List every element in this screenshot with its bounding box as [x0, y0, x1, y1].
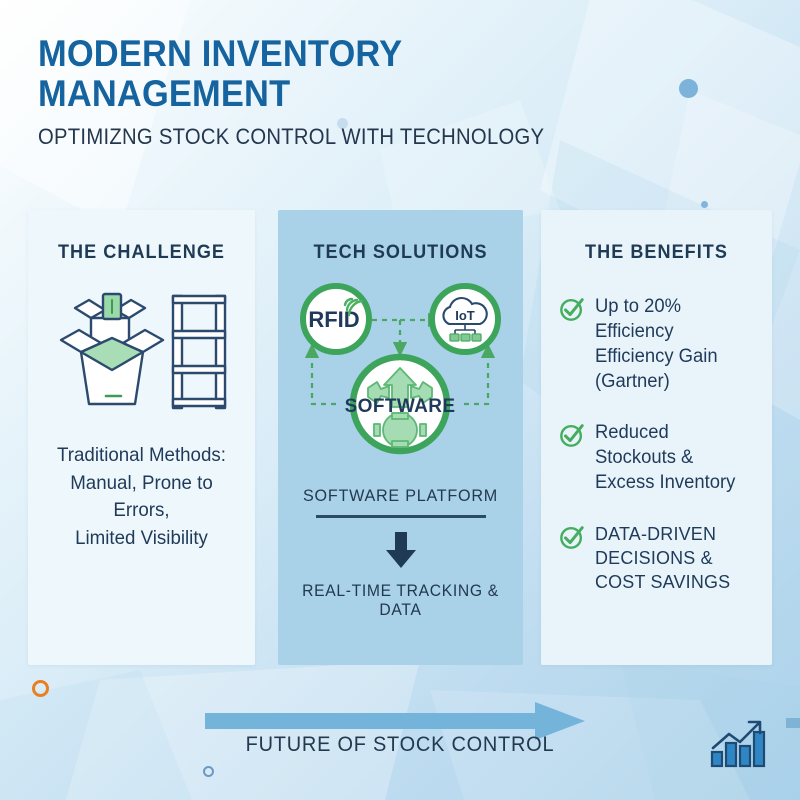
page-title-line2: MANAGEMENT [38, 72, 291, 114]
panel-challenge-title: THE CHALLENGE [57, 242, 226, 263]
check-circle-icon [560, 424, 584, 448]
future-arrow [205, 702, 585, 745]
decor-dot-faint [337, 118, 348, 129]
panel-challenge: THE CHALLENGE [28, 210, 255, 665]
gear-arrow-icon [367, 367, 433, 448]
challenge-description: Traditional Methods: Manual, Prone to Er… [33, 442, 251, 553]
rfid-signal-icon [343, 297, 364, 317]
check-circle-icon [560, 525, 584, 549]
footer-label: FUTURE OF STOCK CONTROL [245, 733, 555, 756]
node-software-label: SOFTWARE [345, 396, 456, 417]
benefit-text: Reduced Stockouts & Excess Inventory [595, 422, 736, 494]
page-subtitle: OPTIMIZNG STOCK CONTROL WITH TECHNOLOGY [38, 123, 545, 149]
benefit-item: Reduced Stockouts & Excess Inventory [559, 420, 758, 495]
node-software: SOFTWARE [345, 353, 456, 455]
node-rfid-label: RFID [308, 307, 359, 332]
platform-divider [315, 515, 486, 518]
right-arrow-icon [205, 702, 585, 740]
down-arrow-icon [385, 531, 416, 568]
panel-tech-title: TECH SOLUTIONS [313, 242, 488, 263]
page-header: MODERN INVENTORY MANAGEMENT OPTIMIZNG ST… [38, 34, 601, 150]
page-title-line1: MODERN INVENTORY [38, 33, 403, 74]
software-platform-label: SOFTWARE PLATFORM [302, 486, 499, 505]
small-box-icon [73, 292, 146, 346]
decor-square-blue [786, 718, 800, 728]
challenge-text-line1: Traditional Methods: [57, 444, 226, 466]
page-title: MODERN INVENTORY MANAGEMENT [38, 34, 561, 114]
node-iot: IoT [429, 283, 501, 355]
node-rfid: RFID [300, 283, 372, 355]
check-circle-icon [560, 298, 584, 321]
challenge-text-line3: Limited Visibility [75, 527, 208, 550]
benefits-list: Up to 20% Efficiency Efficiency Gain (Ga… [541, 294, 772, 595]
decor-ring-blue [203, 766, 214, 777]
realtime-tracking-label: REAL-TIME TRACKING & DATA [302, 581, 499, 619]
flow-down-arrow [278, 530, 523, 570]
decor-ring-orange [32, 680, 49, 697]
decor-dot-large [679, 79, 698, 98]
growth-bar-chart-icon [709, 718, 767, 775]
panel-benefits: THE BENEFITS Up to 20% Efficiency Effici… [541, 210, 772, 665]
cloud-iot-icon: IoT [442, 297, 488, 342]
open-box-icon [59, 328, 164, 406]
benefit-text: Data-driven decisions & cost savings [595, 522, 731, 593]
benefit-item: Up to 20% Efficiency Efficiency Gain (Ga… [559, 294, 758, 394]
node-iot-label: IoT [455, 308, 475, 323]
shelving-rack-icon [171, 294, 226, 410]
challenge-text-line2: Manual, Prone to Errors, [70, 471, 213, 522]
challenge-illustration [28, 286, 255, 414]
benefit-item: Data-driven decisions & cost savings [559, 522, 758, 595]
panel-benefits-title: THE BENEFITS [585, 242, 728, 263]
decor-dot-small [701, 201, 708, 208]
panel-tech-solutions: TECH SOLUTIONS [278, 210, 523, 665]
benefit-text: Up to 20% Efficiency Efficiency Gain (Ga… [595, 296, 718, 393]
tech-solutions-diagram: RFID IoT [278, 272, 523, 480]
